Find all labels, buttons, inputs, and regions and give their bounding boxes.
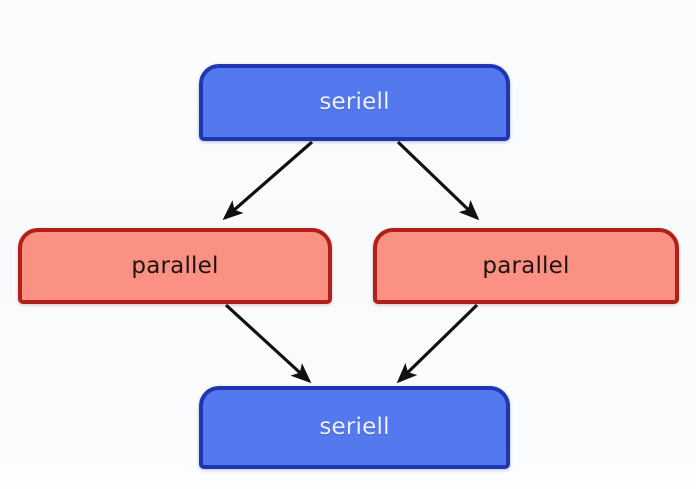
edge-top-to-parallel-right (396, 140, 480, 221)
node-parallel-right-label: parallel (482, 252, 570, 279)
node-serial-top-label: seriell (319, 89, 390, 115)
node-serial-bottom[interactable]: seriell (199, 386, 510, 469)
node-serial-top[interactable]: seriell (199, 64, 510, 141)
edge-top-to-parallel-left (222, 140, 314, 221)
node-serial-bottom-label: seriell (319, 414, 390, 440)
node-parallel-right[interactable]: parallel (373, 228, 679, 304)
node-parallel-left[interactable]: parallel (18, 228, 332, 304)
node-parallel-left-label: parallel (131, 252, 219, 279)
edge-parallel-left-to-bottom (224, 303, 312, 384)
edge-parallel-right-to-bottom (396, 303, 479, 384)
